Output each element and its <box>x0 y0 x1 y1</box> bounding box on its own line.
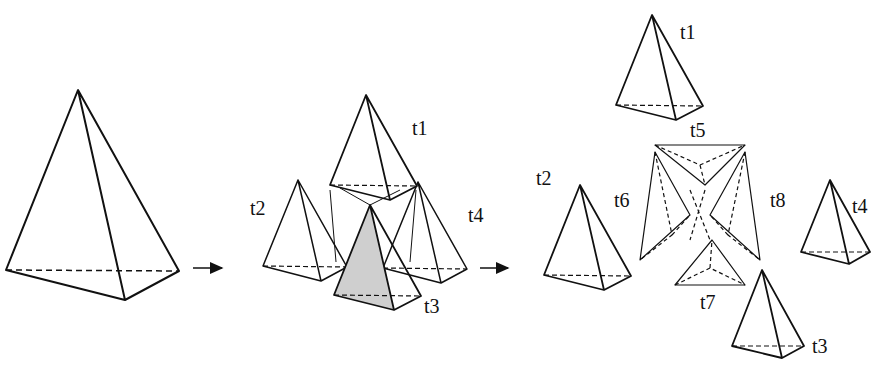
tetrahedron-label: t7 <box>700 292 716 312</box>
tetrahedron-label: t2 <box>536 168 552 188</box>
tetrahedron-label: t6 <box>614 190 630 210</box>
tetrahedron-label: t3 <box>424 296 440 316</box>
tetrahedron-label: t8 <box>770 190 786 210</box>
tetrahedron-label: t1 <box>680 22 696 42</box>
tetrahedron-label: t3 <box>812 336 828 356</box>
tetrahedron-label: t5 <box>690 120 706 140</box>
tetrahedron-label: t1 <box>412 118 428 138</box>
tetrahedron-label: t4 <box>852 196 868 216</box>
tetrahedron-label: t4 <box>468 205 484 225</box>
tetrahedron-label: t2 <box>250 198 266 218</box>
